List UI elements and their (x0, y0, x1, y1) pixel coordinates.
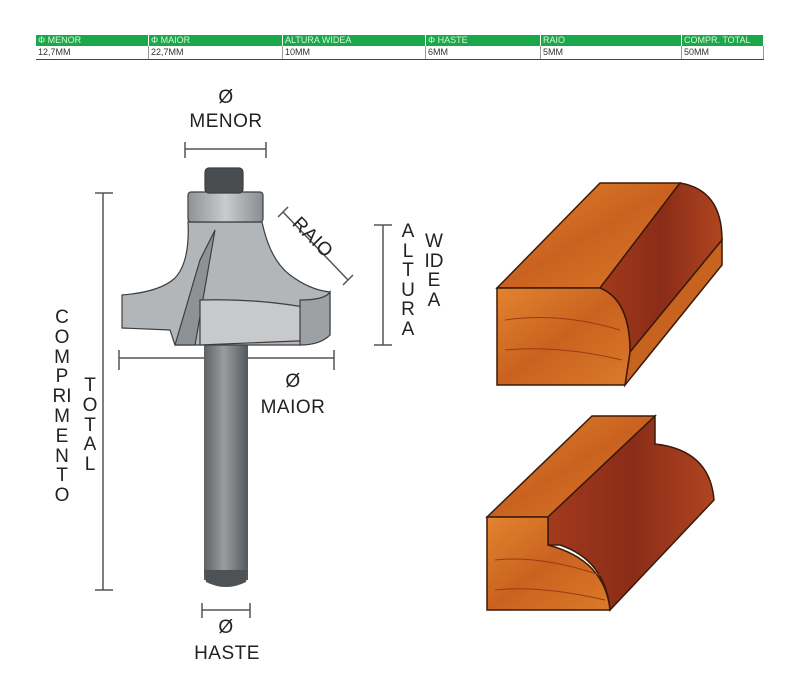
total-label: TOTAL (82, 375, 98, 476)
altura-label: ALTURA (401, 221, 415, 340)
maior-label: MAIOR (260, 397, 326, 418)
table-row: 12,7MM 22,7MM 10MM 6MM 5MM 50MM (36, 46, 764, 60)
bearing (187, 167, 264, 223)
header-raio: RAIO (540, 35, 682, 46)
cell-maior: 22,7MM (148, 46, 283, 60)
widea-label: WIDEA (424, 231, 444, 311)
header-haste: Φ HASTE (425, 35, 541, 46)
cutter-body (121, 221, 331, 346)
header-menor: Φ MENOR (36, 35, 149, 46)
cell-menor: 12,7MM (36, 46, 149, 60)
haste-symbol: Ø (218, 617, 234, 638)
cell-compr-total: 50MM (681, 46, 764, 60)
comprimento-label: COMPRIMENTO (52, 307, 72, 507)
table-header-row: Φ MENOR Φ MAIOR ALTURA WIDEA Φ HASTE RAI… (36, 35, 764, 46)
wood-profile-rounded (495, 182, 723, 388)
header-compr-total: COMPR. TOTAL (681, 35, 764, 46)
header-maior: Φ MAIOR (148, 35, 283, 46)
dimension-haste (201, 603, 251, 618)
cell-raio: 5MM (540, 46, 682, 60)
dimension-comprimento (95, 192, 113, 591)
dimension-raio (277, 206, 354, 286)
wood-profile-stepped (485, 414, 715, 612)
shank (204, 340, 248, 587)
maior-symbol: Ø (285, 371, 301, 392)
menor-label: MENOR (189, 111, 263, 132)
menor-symbol: Ø (218, 87, 234, 108)
header-altura-widea: ALTURA WIDEA (282, 35, 426, 46)
cell-altura-widea: 10MM (282, 46, 426, 60)
dimension-menor (184, 142, 267, 158)
dimension-altura (374, 224, 392, 346)
haste-label: HASTE (194, 643, 260, 664)
cell-haste: 6MM (425, 46, 541, 60)
spec-table: Φ MENOR Φ MAIOR ALTURA WIDEA Φ HASTE RAI… (36, 35, 764, 60)
